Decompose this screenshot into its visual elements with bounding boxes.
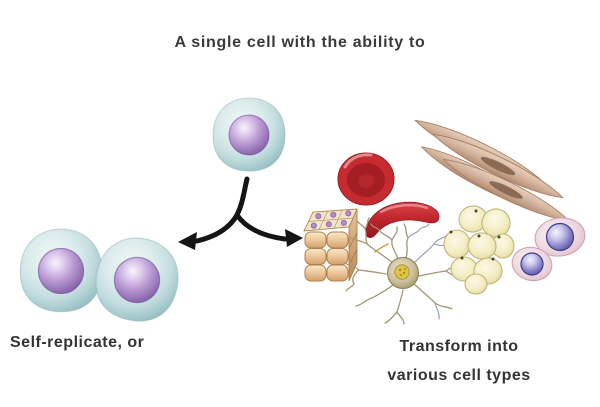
epithelial-front-cells — [304, 231, 349, 282]
page-title: A single cell with the ability to — [174, 34, 426, 51]
epithelial-nuclei — [310, 210, 352, 229]
fat-cells-icon — [443, 205, 515, 295]
branch-arrow-icon — [178, 176, 303, 250]
fat-cell-nuclei — [449, 209, 501, 261]
label-self-replicate: Self-replicate, or — [10, 334, 145, 351]
neuron-icon — [344, 217, 462, 325]
stem-cell-nucleus — [228, 114, 270, 156]
neuron-nucleus — [394, 264, 410, 280]
epithelial-cells-icon — [303, 208, 358, 282]
daughter-cell-icon — [89, 231, 185, 328]
leukocyte-cells-icon — [511, 217, 586, 282]
daughter-cell-icon — [19, 228, 103, 313]
red-blood-cell-top-icon — [337, 152, 395, 206]
smooth-muscle-cells-icon — [410, 111, 574, 229]
label-transform-line1: Transform into — [399, 338, 519, 355]
stem-cell-icon — [212, 97, 286, 172]
label-transform: Transform into various cell types — [356, 333, 562, 390]
red-blood-cell-side-icon — [365, 201, 440, 238]
label-transform-line2: various cell types — [387, 366, 531, 384]
